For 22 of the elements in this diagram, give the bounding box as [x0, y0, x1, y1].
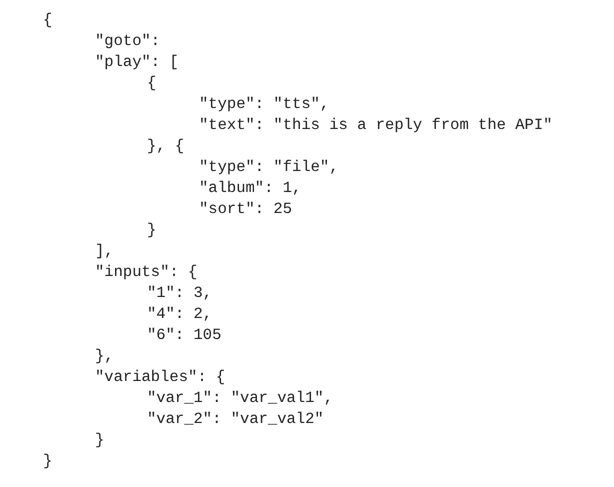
code-line: "var_2": "var_val2": [147, 410, 324, 428]
code-line: "goto":: [95, 32, 160, 50]
code-line: }, {: [147, 137, 184, 155]
code-line: "type": "tts",: [199, 95, 330, 113]
code-line: "text": "this is a reply from the API": [199, 116, 552, 134]
code-line: ],: [95, 242, 114, 260]
code-line: {: [43, 11, 52, 29]
code-line: }: [43, 452, 52, 470]
code-line: "album": 1,: [199, 179, 302, 197]
code-line: },: [95, 347, 114, 365]
code-line: }: [147, 221, 156, 239]
code-line: "inputs": {: [95, 263, 198, 281]
code-line: "1": 3,: [147, 284, 212, 302]
code-line: "6": 105: [147, 326, 222, 344]
code-line: "variables": {: [95, 368, 226, 386]
code-line: "sort": 25: [199, 200, 292, 218]
code-line: "play": [: [95, 53, 179, 71]
code-line: {: [147, 74, 156, 92]
code-line: "4": 2,: [147, 305, 212, 323]
code-line: "type": "file",: [199, 158, 339, 176]
code-line: }: [95, 431, 104, 449]
code-line: "var_1": "var_val1",: [147, 389, 334, 407]
